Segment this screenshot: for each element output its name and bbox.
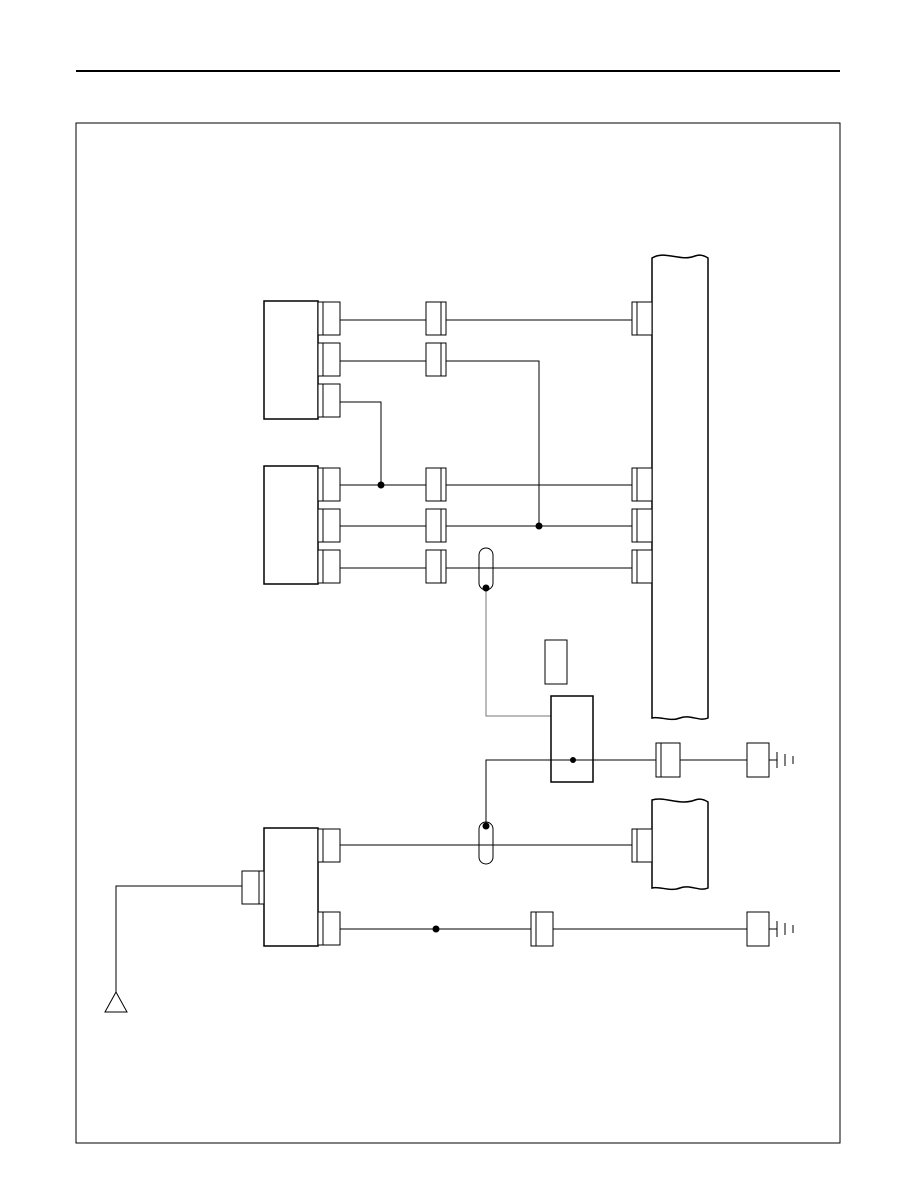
- splice-point-5: [482, 822, 490, 830]
- connector-lower-1: [317, 828, 341, 863]
- label-box: [544, 639, 568, 685]
- ground-terminal-upper: [746, 742, 794, 778]
- wire-upper-2b: [446, 360, 540, 526]
- inline-connector-2: [425, 342, 447, 377]
- ecu-connector-5: [631, 828, 653, 863]
- ecu-connector-2: [631, 467, 653, 502]
- ecu-connector-3: [631, 508, 653, 543]
- ecu-block-upper: [651, 254, 709, 721]
- ground-terminal-lower: [746, 911, 794, 947]
- shield-oval-lower: [478, 821, 494, 865]
- inline-connector-3: [425, 467, 447, 502]
- connector-middle-1: [317, 467, 341, 502]
- inline-connector-1: [425, 301, 447, 336]
- inline-connector-5: [425, 549, 447, 584]
- shield-junction: [550, 695, 594, 783]
- shield-oval-upper: [478, 547, 494, 591]
- module-lower: [263, 827, 319, 947]
- splice-point-3: [482, 584, 490, 592]
- connector-middle-2: [317, 508, 341, 543]
- module-middle: [263, 465, 319, 585]
- splice-point-1: [377, 481, 385, 489]
- connector-upper-3: [317, 383, 341, 418]
- diagram-frame: [75, 122, 841, 1144]
- antenna-icon: [104, 990, 128, 1013]
- connector-middle-3: [317, 549, 341, 584]
- ecu-connector-4: [631, 549, 653, 584]
- connector-antenna: [241, 870, 265, 905]
- shield-drain-lower: [485, 759, 573, 824]
- ecu-block-lower: [651, 798, 709, 891]
- wire-upper-3: [340, 401, 382, 485]
- connector-upper-1: [317, 301, 341, 336]
- connector-lower-2: [317, 911, 341, 946]
- antenna-wire: [115, 885, 242, 994]
- splice-point-2: [535, 522, 543, 530]
- connector-upper-2: [317, 342, 341, 377]
- module-upper: [263, 300, 319, 420]
- inline-connector-4: [425, 508, 447, 543]
- ground-connector-lower: [530, 911, 554, 947]
- splice-point-6: [432, 925, 440, 933]
- splice-point-4: [570, 757, 576, 763]
- ecu-connector-1: [631, 301, 653, 336]
- ground-connector-upper: [655, 742, 681, 778]
